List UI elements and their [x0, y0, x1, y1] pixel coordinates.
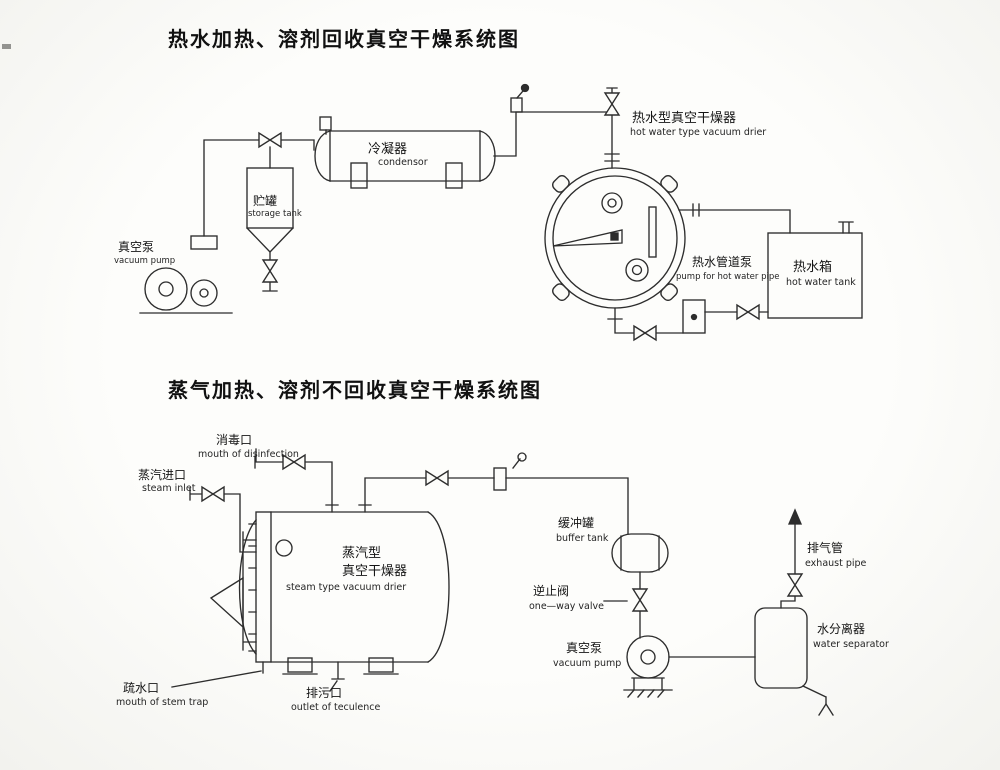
label-vacuum-pump-cn: 真空泵	[118, 240, 154, 254]
label-hot-water-drier-cn: 热水型真空干燥器	[632, 111, 736, 126]
label-condensor-en: condensor	[378, 157, 428, 168]
label-steam-drier-cn2: 真空干燥器	[342, 564, 407, 579]
scan-speck	[2, 44, 11, 49]
valve-icon	[425, 470, 449, 486]
label-storage-tank-en: storage tank	[248, 209, 302, 219]
label-exhaust-cn: 排气管	[807, 540, 843, 555]
exhaust-arrow-icon	[787, 508, 803, 525]
hot-water-tank-shape	[767, 232, 863, 319]
label-hot-water-tank-en: hot water tank	[786, 277, 856, 288]
label-steam-inlet-en: steam inlet	[142, 483, 196, 494]
label-vacuum-pump2-cn: 真空泵	[566, 641, 602, 655]
label-vacuum-pump2-en: vacuum pump	[553, 658, 621, 669]
valve-icon	[262, 259, 278, 283]
label-hot-water-tank-cn: 热水箱	[793, 259, 832, 275]
label-steam-trap-en: mouth of stem trap	[116, 697, 208, 708]
vacuum-pump-top-shape	[139, 235, 233, 314]
label-storage-tank-cn: 贮罐	[253, 193, 277, 208]
title-bottom: 蒸气加热、溶剂不回收真空干燥系统图	[168, 378, 542, 402]
sight-glass-fitting-icon	[493, 452, 527, 491]
label-condensor-cn: 冷凝器	[368, 141, 407, 157]
valve-icon	[787, 573, 803, 597]
valve-icon	[633, 325, 657, 341]
label-buffer-tank-cn: 缓冲罐	[558, 515, 594, 530]
label-pipe-pump-cn: 热水管道泵	[692, 254, 752, 269]
label-outlet-en: outlet of teculence	[291, 702, 381, 713]
label-outlet-cn: 排污口	[306, 686, 342, 700]
valve-icon	[604, 92, 620, 116]
pipes-top	[203, 87, 854, 334]
label-hot-water-drier-en: hot water type vacuum drier	[630, 127, 766, 138]
steam-drier-shape	[209, 511, 450, 675]
water-separator-shape	[754, 607, 808, 689]
valve-icon	[258, 132, 282, 148]
label-disinfection-en: mouth of disinfection	[198, 449, 299, 460]
label-disinfection-cn: 消毒口	[216, 433, 252, 447]
label-check-valve-cn: 逆止阀	[533, 583, 569, 598]
label-vacuum-pump-en: vacuum pump	[114, 256, 175, 266]
label-pipe-pump-en: pump for hot water pipe	[676, 272, 779, 282]
valve-icon	[736, 304, 760, 320]
label-check-valve-en: one—way valve	[529, 601, 604, 612]
hot-water-pipe-pump-shape	[682, 299, 706, 334]
label-exhaust-en: exhaust pipe	[805, 558, 867, 569]
hot-water-drier-shape	[544, 167, 686, 309]
condensor-shape	[314, 116, 496, 189]
label-separator-cn: 水分离器	[817, 621, 865, 636]
label-separator-en: water separator	[813, 639, 889, 650]
buffer-tank-shape	[611, 533, 669, 573]
label-steam-inlet-cn: 蒸汽进口	[138, 467, 186, 482]
title-top: 热水加热、溶剂回收真空干燥系统图	[168, 27, 520, 51]
check-valve-icon	[632, 588, 648, 612]
label-steam-drier-en: steam type vacuum drier	[286, 582, 406, 593]
label-steam-drier-cn1: 蒸汽型	[342, 546, 381, 561]
vacuum-pump-bottom-shape	[623, 635, 673, 698]
gauge-fitting-icon	[510, 83, 530, 113]
label-steam-trap-cn: 疏水口	[123, 680, 159, 695]
valve-icon	[201, 486, 225, 502]
storage-tank-shape	[246, 167, 294, 253]
label-buffer-tank-en: buffer tank	[556, 533, 609, 544]
